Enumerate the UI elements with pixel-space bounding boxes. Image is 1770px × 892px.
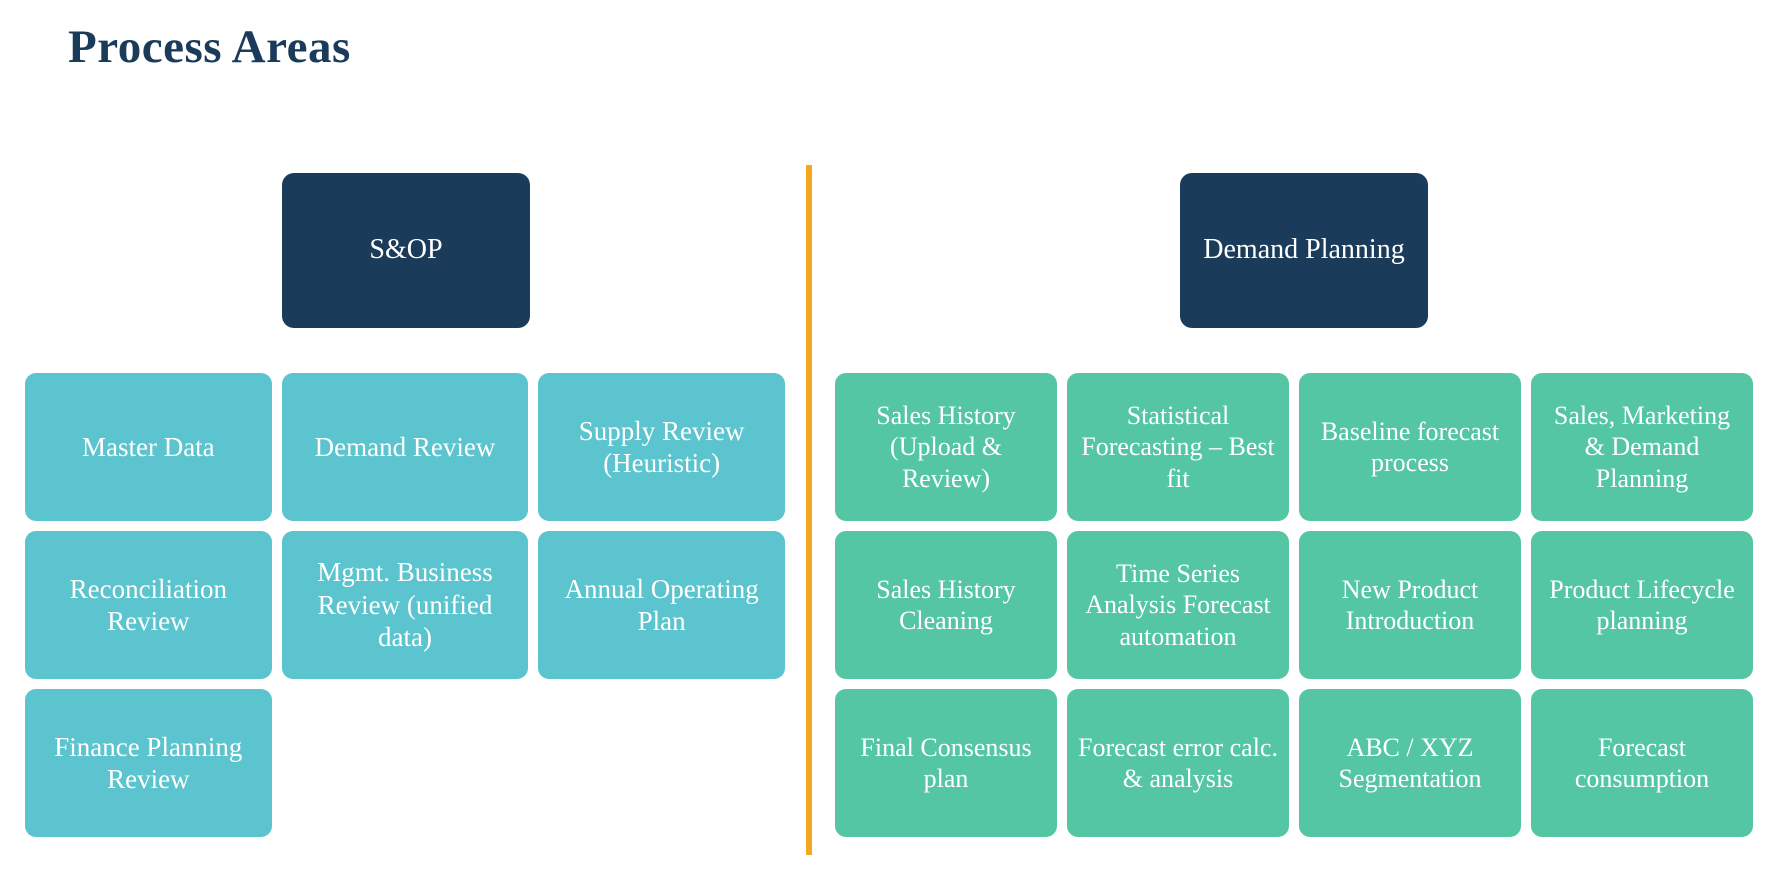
process-card-demand-planning-11[interactable]: ABC / XYZ Segmentation	[1299, 689, 1521, 837]
panel-header-demand-planning[interactable]: Demand Planning	[1180, 173, 1428, 328]
process-card-demand-planning-8[interactable]: Product Lifecycle planning	[1531, 531, 1753, 679]
process-card-demand-planning-4[interactable]: Sales, Marketing & Demand Planning	[1531, 373, 1753, 521]
process-card-sop-6[interactable]: Annual Operating Plan	[538, 531, 785, 679]
process-card-demand-planning-1[interactable]: Sales History (Upload & Review)	[835, 373, 1057, 521]
process-card-demand-planning-5[interactable]: Sales History Cleaning	[835, 531, 1057, 679]
process-card-demand-planning-9[interactable]: Final Consensus plan	[835, 689, 1057, 837]
empty-cell	[282, 689, 529, 837]
process-card-demand-planning-12[interactable]: Forecast consumption	[1531, 689, 1753, 837]
process-card-sop-4[interactable]: Reconciliation Review	[25, 531, 272, 679]
vertical-divider-line	[806, 165, 812, 855]
process-card-sop-1[interactable]: Master Data	[25, 373, 272, 521]
process-card-demand-planning-2[interactable]: Statistical Forecasting – Best fit	[1067, 373, 1289, 521]
process-card-demand-planning-10[interactable]: Forecast error calc. & analysis	[1067, 689, 1289, 837]
empty-cell	[538, 689, 785, 837]
process-card-sop-3[interactable]: Supply Review (Heuristic)	[538, 373, 785, 521]
process-card-sop-7[interactable]: Finance Planning Review	[25, 689, 272, 837]
card-grid-demand-planning: Sales History (Upload & Review)Statistic…	[835, 373, 1753, 837]
page-title: Process Areas	[68, 21, 351, 73]
panel-header-sop[interactable]: S&OP	[282, 173, 530, 328]
process-card-demand-planning-3[interactable]: Baseline forecast process	[1299, 373, 1521, 521]
process-card-demand-planning-6[interactable]: Time Series Analysis Forecast automation	[1067, 531, 1289, 679]
process-card-sop-5[interactable]: Mgmt. Business Review (unified data)	[281, 531, 529, 679]
process-area-panel-demand-planning: Demand Planning Sales History (Upload & …	[818, 0, 1770, 892]
process-card-demand-planning-7[interactable]: New Product Introduction	[1299, 531, 1521, 679]
process-card-sop-2[interactable]: Demand Review	[281, 373, 529, 521]
